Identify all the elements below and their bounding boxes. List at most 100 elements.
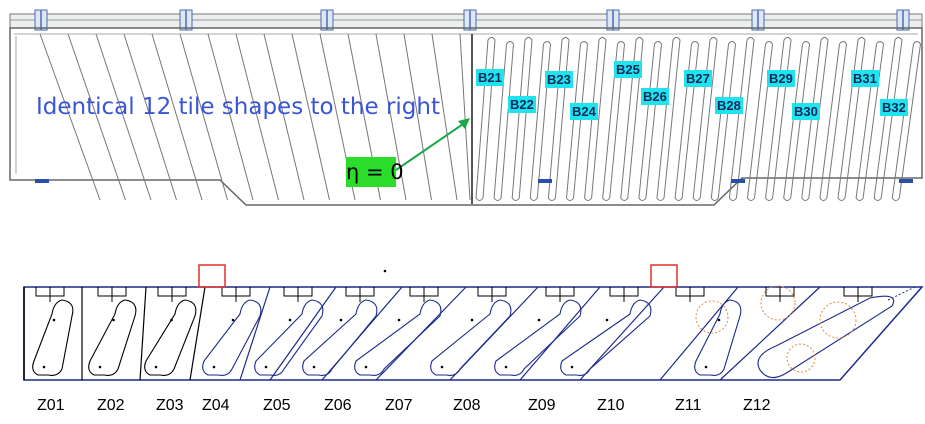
zone-label: Z04 — [202, 397, 230, 414]
mounting-brackets — [34, 9, 910, 31]
zone-label: Z02 — [97, 397, 125, 414]
zone-label: Z10 — [597, 397, 625, 414]
tile-dot — [231, 318, 235, 322]
tile-groove — [728, 37, 755, 201]
bottom-tile-zones — [23, 264, 924, 381]
detector-outline — [9, 27, 923, 206]
zone-tile — [254, 299, 324, 376]
tile-groove — [801, 37, 829, 201]
tile-strip — [431, 33, 458, 201]
tile-groove — [765, 37, 792, 201]
tile-dot — [52, 318, 56, 322]
tile-label: B26 — [641, 88, 669, 105]
tile-strip — [403, 33, 432, 201]
tile-groove — [837, 37, 866, 201]
tile-strip — [375, 33, 407, 201]
tile-dot — [570, 365, 574, 369]
zone-tile — [202, 299, 262, 376]
tile-label: B25 — [614, 61, 642, 78]
tile-groove — [891, 41, 922, 201]
zone-divider — [189, 286, 206, 381]
tile-groove — [620, 37, 644, 201]
zone-top-tabs — [35, 287, 873, 302]
tile-groove — [475, 37, 496, 201]
tile-dot — [364, 365, 368, 369]
tile-label: B29 — [767, 70, 795, 87]
tile-strip — [263, 33, 305, 201]
tile-dot — [112, 318, 115, 322]
stray-dot — [383, 269, 387, 273]
tile-dot — [605, 318, 609, 322]
zone-label: Z09 — [528, 397, 556, 414]
tile-dot — [98, 365, 102, 369]
mount-mark — [35, 179, 49, 183]
zone-label: Z11 — [675, 397, 702, 414]
annotation-text: Identical 12 tile shapes to the right — [36, 94, 440, 120]
tile-groove — [674, 41, 700, 201]
tile-strip — [95, 33, 152, 201]
zone-tile — [88, 299, 137, 376]
zone-divider — [519, 286, 601, 381]
zone-tile — [32, 299, 74, 376]
zone-label: Z08 — [453, 397, 481, 414]
tile-groove — [873, 37, 903, 201]
eta-arrowhead — [458, 118, 470, 129]
zone-divider — [139, 286, 147, 381]
mount-mark — [899, 179, 913, 183]
tile-strip — [179, 33, 228, 201]
top-detector-drawing — [9, 9, 923, 206]
tile-dot — [339, 318, 343, 322]
zone-divider — [239, 286, 271, 381]
tile-dot — [154, 365, 158, 369]
tile-dot — [537, 318, 541, 322]
zone-tile — [560, 299, 652, 376]
mount-mark — [538, 179, 552, 183]
tile-strip — [235, 33, 279, 201]
tile-label: B32 — [880, 99, 908, 116]
zone-divider — [269, 286, 337, 381]
zone-tile — [430, 299, 512, 376]
tile-groove — [565, 41, 589, 201]
tile-strip — [123, 33, 177, 201]
zone-frame — [23, 286, 924, 381]
dotted-guide — [887, 286, 916, 301]
zone-tile — [354, 299, 442, 376]
zone-divider — [719, 286, 821, 381]
tile-groove — [584, 37, 607, 201]
tile-dot — [212, 365, 216, 369]
zone-divider — [579, 286, 665, 381]
mount-mark — [731, 179, 745, 183]
tile-groove — [529, 41, 552, 201]
tile-groove — [493, 41, 515, 201]
bottom-mount-marks — [35, 179, 913, 183]
zone-tile — [302, 299, 378, 376]
zone-divider — [659, 286, 739, 381]
zone-label: Z07 — [385, 397, 413, 414]
tile-dot — [288, 318, 292, 322]
zone-label: Z03 — [156, 397, 184, 414]
tile-dot — [470, 318, 474, 322]
tile-strip — [291, 33, 330, 201]
tile-strip — [459, 33, 471, 201]
tile-groove — [638, 41, 663, 201]
tile-groove — [602, 41, 626, 201]
tile-dot — [264, 365, 268, 369]
zone-tile — [144, 299, 197, 376]
tile-strip — [207, 33, 254, 201]
tile-label: B21 — [476, 69, 504, 86]
tile-dot — [170, 318, 173, 322]
zone-label: Z06 — [324, 397, 352, 414]
tile-label: B28 — [715, 97, 743, 114]
dashed-circles — [695, 285, 857, 373]
eta-zero-label: η = 0 — [346, 157, 404, 187]
tile-dot — [397, 318, 401, 322]
tile-label: B23 — [545, 71, 573, 88]
zone-tile — [494, 299, 582, 376]
tile-strip — [151, 33, 203, 201]
tile-groove — [656, 37, 681, 201]
right-tile-grooves — [475, 37, 922, 201]
tile-groove — [547, 37, 570, 201]
tile-label: B30 — [792, 103, 820, 120]
tile-dot — [717, 318, 721, 322]
